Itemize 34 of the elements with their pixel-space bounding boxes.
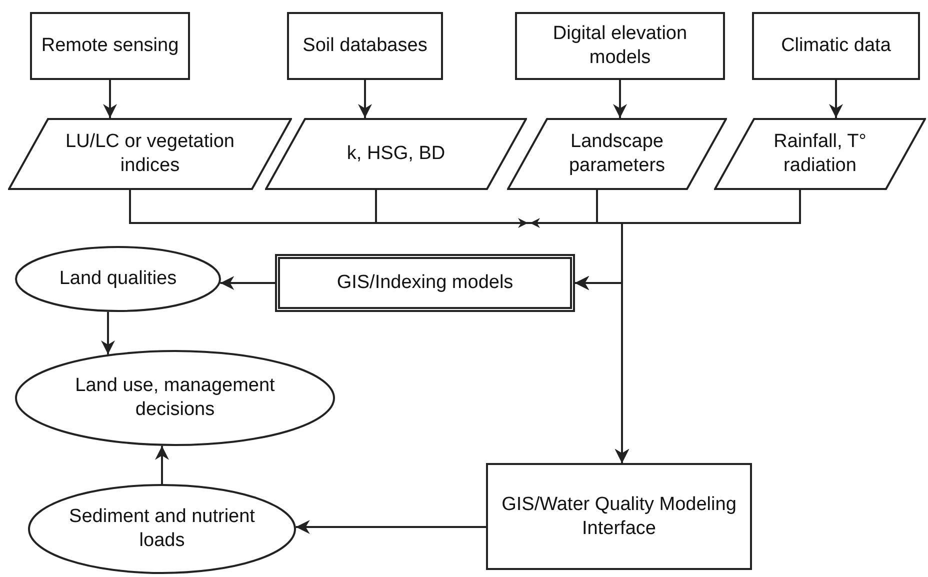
node-label: Digital elevation models [552, 22, 688, 70]
data-parallelogram [8, 118, 292, 190]
connector-arrow [613, 80, 627, 118]
node-label: Landscape parameters [568, 130, 666, 178]
node-label: Rainfall, T° radiation [772, 130, 868, 178]
node-label: Land qualities [58, 267, 178, 291]
outcome-ellipse [28, 484, 296, 574]
connector-arrow [829, 80, 843, 118]
node-label: Soil databases [302, 34, 428, 58]
model-box [275, 254, 575, 312]
process-box [30, 12, 190, 80]
outcome-ellipse [15, 350, 335, 446]
connector-arrow [296, 520, 486, 534]
node-label: LU/LC or vegetation indices [64, 130, 236, 178]
data-parallelogram [507, 118, 727, 190]
node-label: GIS/Water Quality Modeling Interface [500, 492, 738, 540]
connector-arrow [220, 276, 275, 290]
process-box [287, 12, 443, 80]
outcome-ellipse [15, 246, 221, 312]
node-label: Land use, management decisions [74, 374, 276, 422]
node-label: Remote sensing [40, 34, 180, 58]
node-label: Climatic data [780, 34, 892, 58]
process-box [752, 12, 920, 80]
data-parallelogram [265, 118, 527, 190]
process-box [515, 12, 725, 80]
connector-arrow [155, 446, 169, 484]
data-parallelogram [714, 118, 926, 190]
process-box [486, 463, 752, 570]
node-label: k, HSG, BD [346, 142, 446, 166]
node-label: Sediment and nutrient loads [68, 505, 256, 553]
connector-arrow [358, 80, 372, 118]
connector-arrow [101, 312, 115, 354]
node-label: GIS/Indexing models [336, 271, 514, 295]
connector-arrow [103, 80, 117, 118]
